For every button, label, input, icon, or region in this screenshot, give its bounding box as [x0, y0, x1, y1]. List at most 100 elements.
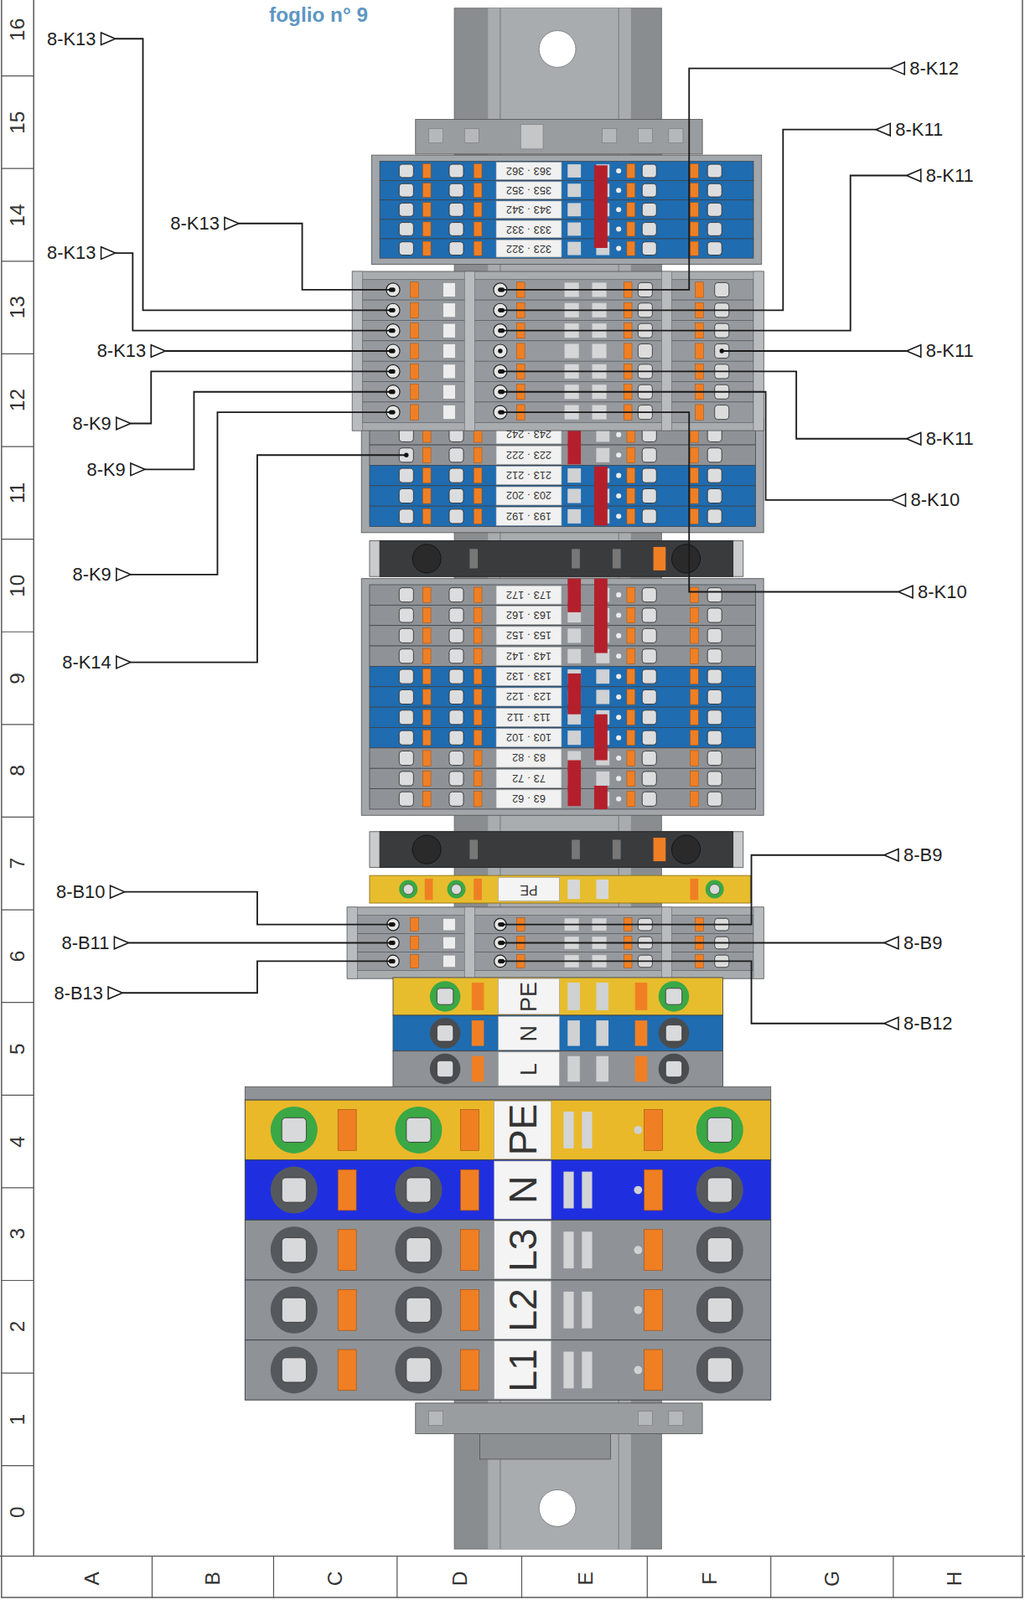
spring [626, 447, 636, 463]
test-socket [595, 880, 609, 900]
screw [398, 488, 414, 503]
spring [424, 879, 434, 901]
terminal-marker: 333 · 332 [506, 223, 552, 235]
column-letter: D [449, 1572, 470, 1588]
end-stop-detail [668, 128, 684, 143]
row-number: 9 [7, 672, 28, 685]
signal-arrow [150, 345, 166, 358]
leader-line [130, 371, 392, 424]
row-number: 11 [7, 482, 28, 504]
screw-ring [696, 1107, 744, 1155]
block-frame [352, 271, 764, 431]
spring [422, 183, 431, 198]
leader-line [502, 855, 885, 926]
callout-label: 8-K10 [917, 583, 968, 602]
terminal-marker: L2 [503, 1289, 543, 1333]
callout-label: 8-K9 [72, 414, 111, 434]
frame-line [0, 1556, 1025, 1558]
spring [473, 164, 482, 179]
column-letter: F [698, 1573, 720, 1586]
screw [707, 751, 722, 767]
screw [707, 488, 722, 503]
grid-tick [647, 1557, 648, 1600]
test-socket [567, 202, 581, 217]
spring [410, 384, 420, 400]
spring [689, 241, 699, 256]
spring [473, 468, 482, 484]
test-socket [595, 1020, 609, 1046]
column-letter: E [574, 1572, 596, 1586]
indicator [616, 612, 622, 618]
screw-ring [394, 1226, 442, 1274]
screw [406, 1358, 431, 1383]
screw [641, 509, 657, 524]
callout-label: 8-K13 [46, 29, 97, 48]
spring [410, 343, 420, 359]
grid-tick [770, 1557, 772, 1600]
spring [422, 668, 431, 684]
callout-label: 8-K12 [909, 59, 959, 78]
grid-tick [1, 168, 34, 170]
column-letter: C [324, 1572, 345, 1588]
wire-end [388, 409, 394, 415]
terminal [369, 486, 756, 507]
grid-tick [1, 353, 34, 355]
terminal-marker: 73 · 72 [512, 773, 546, 785]
signal-arrow [116, 656, 131, 669]
end-stop-detail [429, 128, 444, 143]
screw-ring [270, 1287, 318, 1335]
spring [626, 709, 636, 725]
slot [612, 840, 622, 860]
spring [626, 730, 636, 746]
screw [665, 1061, 682, 1077]
row-number: 10 [7, 574, 28, 597]
screw [281, 1238, 306, 1264]
slot [571, 840, 580, 860]
spring [689, 668, 699, 684]
spring [689, 628, 699, 644]
marker-strip [497, 1052, 560, 1087]
end-stop-detail [602, 128, 617, 143]
indicator [616, 168, 622, 174]
grid-tick [1, 1280, 34, 1282]
indicator [616, 653, 622, 659]
test-socket [567, 730, 581, 746]
screw [412, 835, 441, 865]
signal-arrow [884, 936, 899, 950]
screw [641, 628, 657, 643]
spring [689, 689, 699, 705]
indicator [616, 452, 622, 458]
spring [473, 879, 482, 901]
terminal [369, 626, 756, 647]
block-header [244, 1087, 771, 1101]
terminal [369, 506, 756, 527]
partition-plate [661, 271, 672, 431]
signal-arrow [906, 169, 922, 182]
leader-line [130, 412, 392, 575]
leader-lines [101, 32, 922, 1031]
terminal-marker: 133 · 132 [506, 671, 552, 683]
grid-tick [1, 1372, 34, 1374]
screw [398, 608, 414, 623]
terminal-marker: 173 · 172 [506, 590, 552, 601]
test-socket [563, 1112, 574, 1150]
screw [641, 730, 657, 746]
screw [641, 488, 657, 503]
callout-label: 8-K10 [911, 491, 961, 510]
spring [410, 955, 420, 969]
spring [422, 709, 431, 725]
marker [443, 282, 456, 297]
row-number: 0 [7, 1506, 28, 1519]
screw [387, 936, 399, 949]
spring [626, 468, 636, 484]
screw [707, 588, 722, 603]
marker [443, 955, 456, 969]
spring [626, 792, 636, 808]
terminal-marker: PE [519, 883, 538, 897]
screw [398, 509, 414, 524]
spring [460, 1169, 479, 1212]
wire-end [388, 348, 394, 353]
terminal-marker: 223 · 222 [506, 450, 552, 461]
